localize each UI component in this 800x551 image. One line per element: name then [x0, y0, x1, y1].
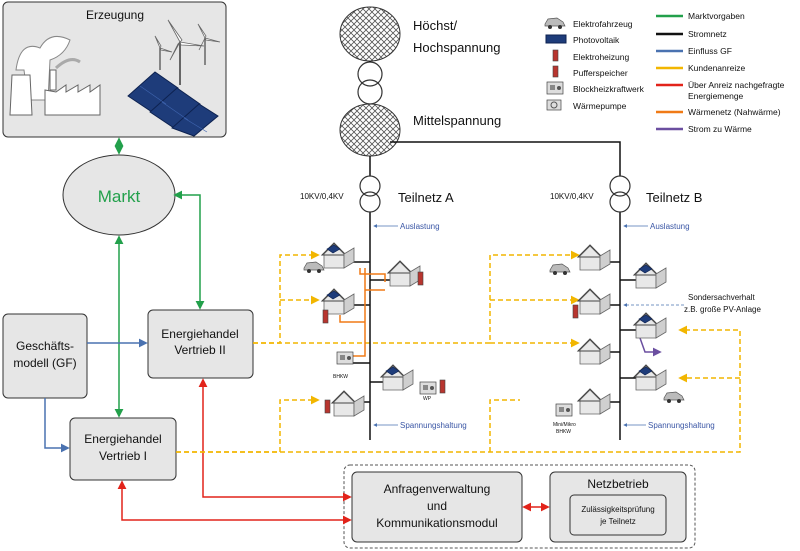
legend-line-item: Einfluss GF	[656, 46, 732, 56]
netzbetrieb-label: Netzbetrieb	[587, 477, 649, 491]
evt2-label-line1: Energiehandel	[161, 327, 238, 341]
anf-label-line1: Anfragenverwaltung	[384, 482, 491, 496]
evt1-label-line2: Vertrieb I	[99, 449, 147, 463]
anf-label-line2: und	[427, 499, 447, 513]
arrow-markt-vertrieb2	[173, 190, 205, 310]
legend-icon-label: Wärmepumpe	[573, 101, 627, 111]
evt1-label-line1: Energiehandel	[84, 432, 161, 446]
wp-a-label: WP	[423, 396, 432, 402]
mini-label-line1: Mini/Mikro	[553, 422, 576, 428]
auslastung-b-label: Auslastung	[650, 222, 690, 231]
teilnetz-b-transformer-icon	[609, 175, 631, 213]
zulaessigkeit-box	[569, 494, 667, 536]
legend-icon-label: Elektrofahrzeug	[573, 19, 633, 29]
legend-line-label: Wärmenetz (Nahwärme)	[688, 107, 781, 117]
bhkw-a-label: BHKW	[333, 374, 348, 380]
legend-line-item: Stromnetz	[656, 29, 727, 39]
anfragenverwaltung-box	[351, 471, 523, 543]
teilnetz-b-label: Teilnetz B	[646, 190, 702, 205]
hoechstspannung-grid-icon	[339, 6, 401, 62]
erzeugung-label: Erzeugung	[86, 8, 144, 22]
stromnetz-lines	[352, 61, 640, 440]
mittel-label: Mittelspannung	[413, 113, 501, 128]
markt-label: Markt	[98, 187, 141, 206]
solar-panel-icon: Photovoltaik	[545, 34, 620, 45]
legend-icons: ElektrofahrzeugPhotovoltaikElektroheizun…	[544, 17, 645, 111]
teilnetz-a-label: Teilnetz A	[398, 190, 454, 205]
legend-line-label: Strom zu Wärme	[688, 124, 752, 134]
sonder-label-line2: z.B. große PV-Anlage	[684, 305, 761, 314]
solar-array-icon	[127, 71, 219, 137]
legend-line-item: Wärmenetz (Nahwärme)	[656, 107, 781, 117]
kundenanreize-lines	[176, 250, 741, 453]
legend-line-item: Marktvorgaben	[656, 11, 745, 21]
chp-plant-icon: Blockheizkraftwerk	[546, 81, 645, 95]
heat-pump-icon: Wärmepumpe	[546, 99, 627, 111]
spannung-b-label: Spannungshaltung	[648, 421, 715, 430]
gf-label-line2: modell (GF)	[13, 356, 76, 370]
legend-icon-label: Pufferspeicher	[573, 68, 628, 78]
wind-turbine-icon	[154, 19, 221, 85]
legend-icon-label: Photovoltaik	[573, 35, 620, 45]
anf-label-line3: Kommunikationsmodul	[376, 516, 497, 530]
hoechst-label-line2: Hochspannung	[413, 40, 500, 55]
kv-a-label: 10KV/0,4KV	[300, 192, 344, 201]
mini-label-line2: BHKW	[556, 429, 571, 435]
auslastung-a-label: Auslastung	[400, 222, 440, 231]
gf-label-line1: Geschäfts-	[16, 339, 74, 353]
legend-icon-label: Blockheizkraftwerk	[573, 84, 645, 94]
energiehandel-vertrieb-1-box	[69, 417, 177, 481]
legend-line-label: Einfluss GF	[688, 46, 732, 56]
heater-icon: Elektroheizung	[552, 49, 630, 62]
legend-line-label: Kundenanreize	[688, 63, 745, 73]
zul-label-line1: Zulässigkeitsprüfung	[581, 505, 654, 514]
legend-line-label-2: Energiemenge	[688, 91, 744, 101]
mittelspannung-grid-icon	[339, 103, 401, 157]
spannung-a-label: Spannungshaltung	[400, 421, 467, 430]
arrow-vertrieb1-anfragen	[117, 480, 352, 525]
houses-teilnetz-a	[303, 243, 446, 417]
energiehandel-vertrieb-2-box	[147, 309, 254, 379]
legend-line-item: Kundenanreize	[656, 63, 745, 73]
teilnetz-a-transformer-icon	[359, 175, 381, 213]
legend-line-label: Über Anreiz nachgefragte	[688, 80, 785, 90]
hoechst-label-line1: Höchst/	[413, 18, 457, 33]
legend-line-label: Marktvorgaben	[688, 11, 745, 21]
kv-b-label: 10KV/0,4KV	[550, 192, 594, 201]
buffer-storage-icon: Pufferspeicher	[552, 65, 628, 78]
legend-line-label: Stromnetz	[688, 29, 727, 39]
strom-zu-waerme-line	[639, 337, 662, 357]
transformer-icon	[357, 61, 383, 105]
zul-label-line2: je Teilnetz	[599, 517, 635, 526]
legend-line-item: Strom zu Wärme	[656, 124, 752, 134]
legend-icon-label: Elektroheizung	[573, 52, 630, 62]
sonder-label-line1: Sondersachverhalt	[688, 293, 755, 302]
power-plant-icon	[9, 35, 101, 116]
evt2-label-line2: Vertrieb II	[174, 343, 225, 357]
arrow-vertrieb2-anfragen	[198, 378, 352, 502]
car-icon: Elektrofahrzeug	[544, 17, 633, 30]
houses-teilnetz-b	[549, 244, 685, 417]
arrow-gf-vertrieb1	[44, 398, 70, 453]
